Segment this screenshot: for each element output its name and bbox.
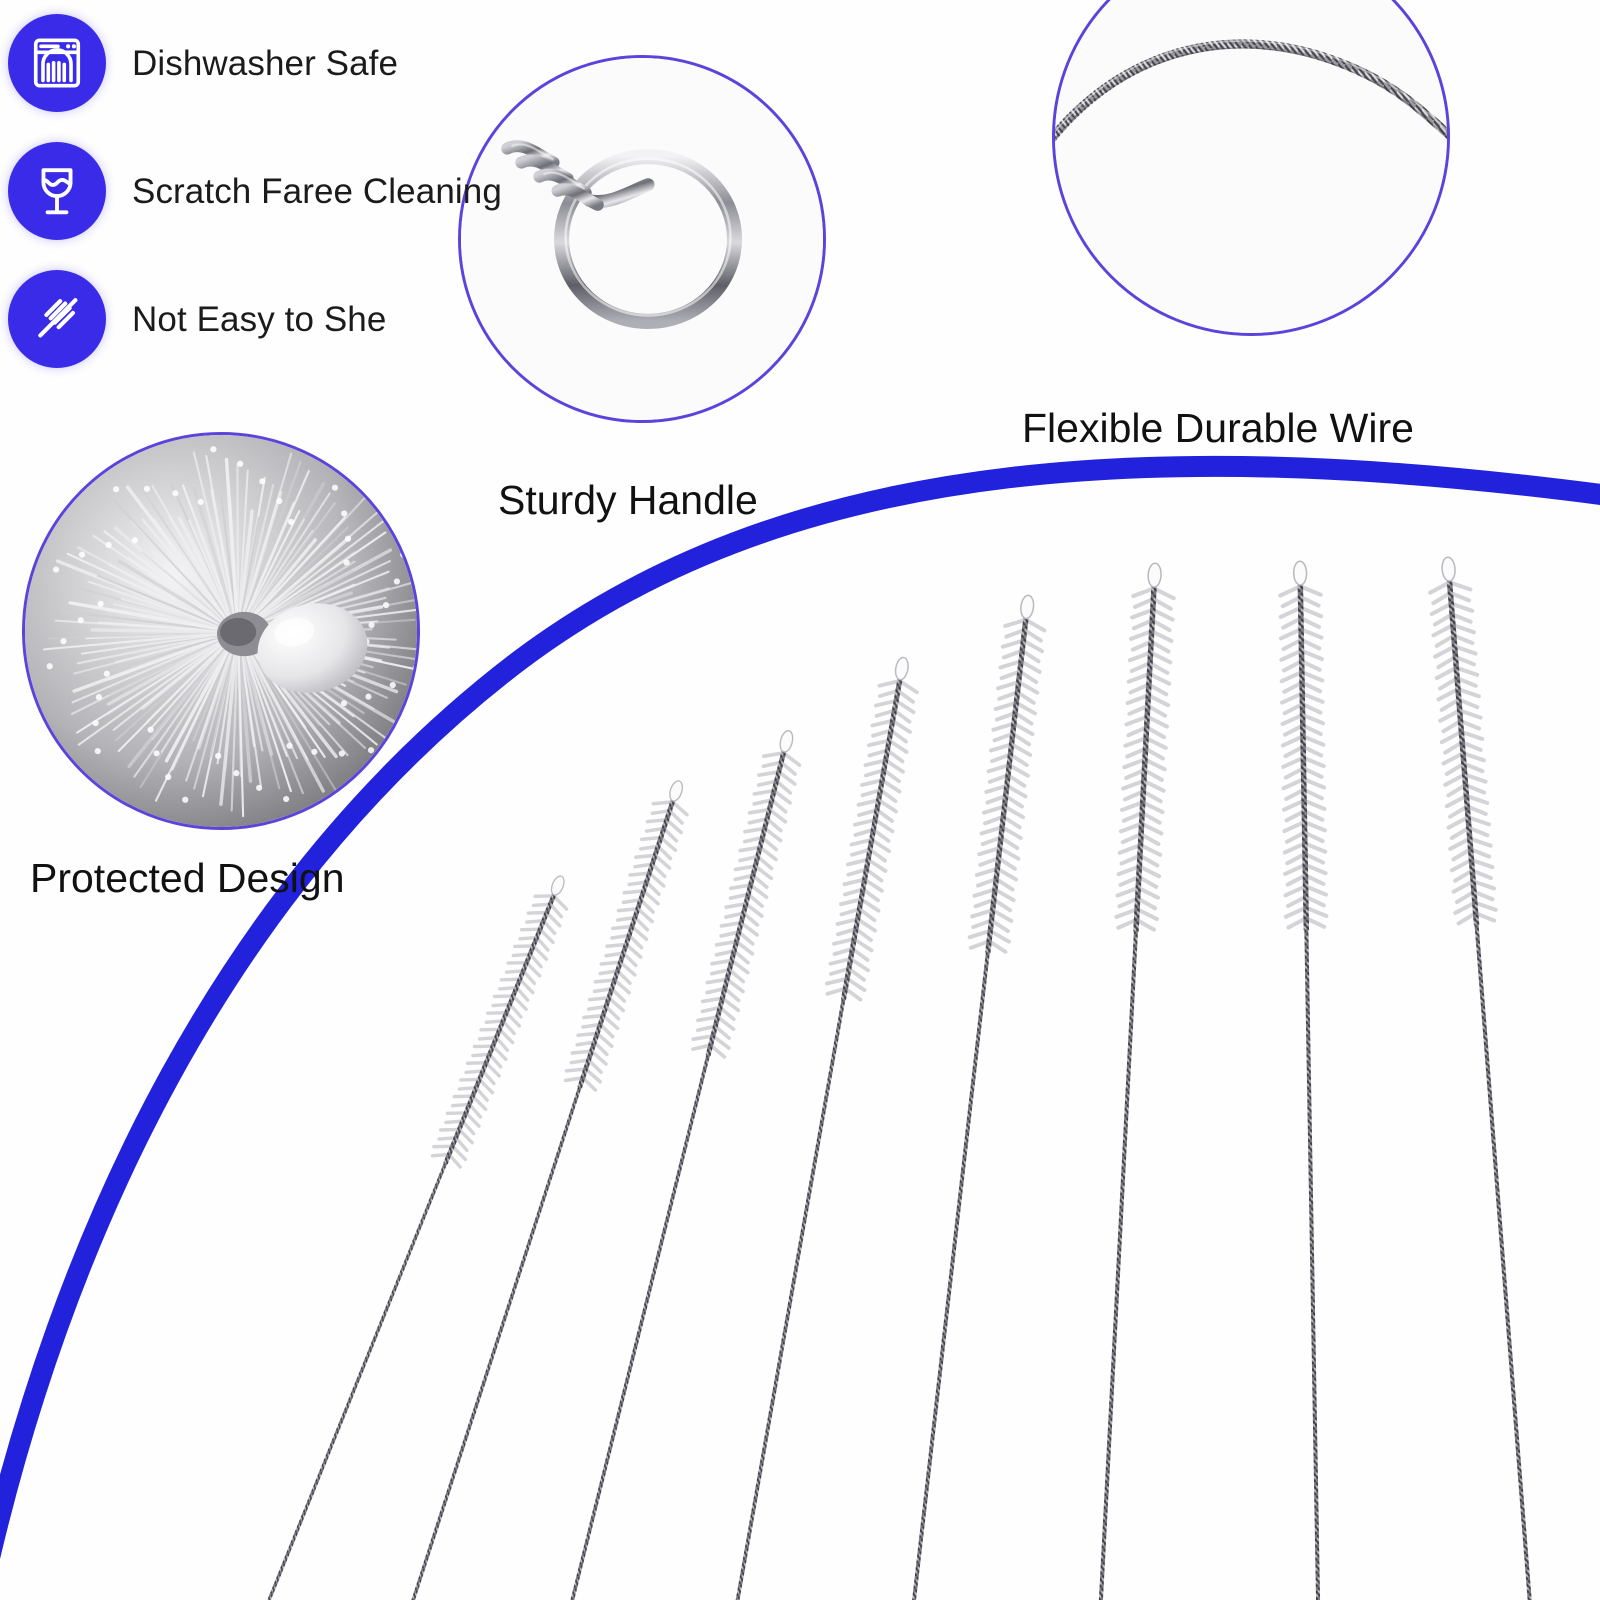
straw-brush (137, 868, 579, 1600)
straw-brush (486, 724, 809, 1600)
feature-label: Not Easy to She (132, 299, 387, 339)
straw-brush (312, 773, 698, 1600)
wine-glass-icon-badge (8, 142, 106, 240)
feature-label: Scratch Faree Cleaning (132, 171, 502, 211)
feature-row-scratch-free: Scratch Faree Cleaning (8, 136, 528, 246)
dishwasher-icon (28, 34, 86, 92)
dishwasher-icon-badge (8, 14, 106, 112)
brush-no-shed-icon (28, 290, 86, 348)
feature-label: Dishwasher Safe (132, 43, 399, 83)
sturdy-handle-caption: Sturdy Handle (498, 477, 758, 523)
straw-brush (1068, 562, 1176, 1600)
feature-row-not-easy-to-shed: Not Easy to She (8, 264, 528, 374)
flexible-wire-caption: Flexible Durable Wire (1022, 405, 1414, 451)
protected-design-caption: Protected Design (30, 855, 345, 901)
feature-row-dishwasher-safe: Dishwasher Safe (8, 8, 528, 118)
sturdy-handle-photo (458, 55, 826, 423)
straw-brush (672, 652, 925, 1600)
wine-glass-icon (28, 162, 86, 220)
brush-no-shed-icon-badge (8, 270, 106, 368)
straw-brush (864, 591, 1051, 1600)
flexible-wire-photo (1052, 0, 1450, 336)
straw-brush (1427, 556, 1569, 1600)
protected-design-photo (22, 432, 420, 830)
straw-brush (1280, 561, 1343, 1600)
feature-list: Dishwasher Safe Scratch Faree Cleaning (8, 8, 528, 392)
